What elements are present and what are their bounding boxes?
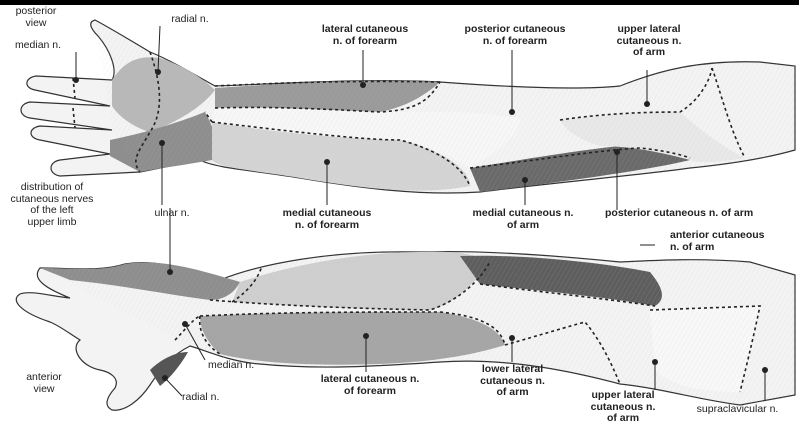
median-nerve-bottom-label: median n. (208, 360, 278, 372)
medial-cutaneous-arm-label: medial cutaneous n. of arm (448, 208, 598, 231)
posterior-cutaneous-forearm-label: posterior cutaneous n. of forearm (445, 24, 585, 47)
radial-nerve-bottom-label: radial n. (182, 392, 242, 404)
posterior-view-label: posterior view (8, 6, 64, 29)
ulnar-nerve-label: ulnar n. (142, 208, 202, 220)
lateral-cutaneous-forearm-bottom-label: lateral cutaneous n. of forearm (300, 374, 440, 397)
posterior-cutaneous-arm-label: posterior cutaneous n. of arm (605, 208, 799, 220)
median-nerve-top-label: median n. (4, 40, 72, 52)
upper-lateral-top-label: upper lateral cutaneous n. of arm (595, 24, 703, 59)
medial-cutaneous-forearm-label: medial cutaneous n. of forearm (262, 208, 392, 231)
upper-lateral-bottom-label: upper lateral cutaneous n. of arm (573, 390, 673, 425)
lower-lateral-label: lower lateral cutaneous n. of arm (460, 364, 565, 399)
radial-nerve-top-label: radial n. (150, 14, 230, 26)
distribution-label: distribution of cutaneous nerves of the … (2, 182, 102, 228)
lateral-cutaneous-forearm-top-label: lateral cutaneous n. of forearm (295, 24, 435, 47)
supraclavicular-label: supraclavicular n. (680, 404, 795, 416)
anterior-cutaneous-arm-label: anterior cutaneous n. of arm (670, 230, 799, 253)
anterior-view-label: anterior view (16, 372, 72, 395)
